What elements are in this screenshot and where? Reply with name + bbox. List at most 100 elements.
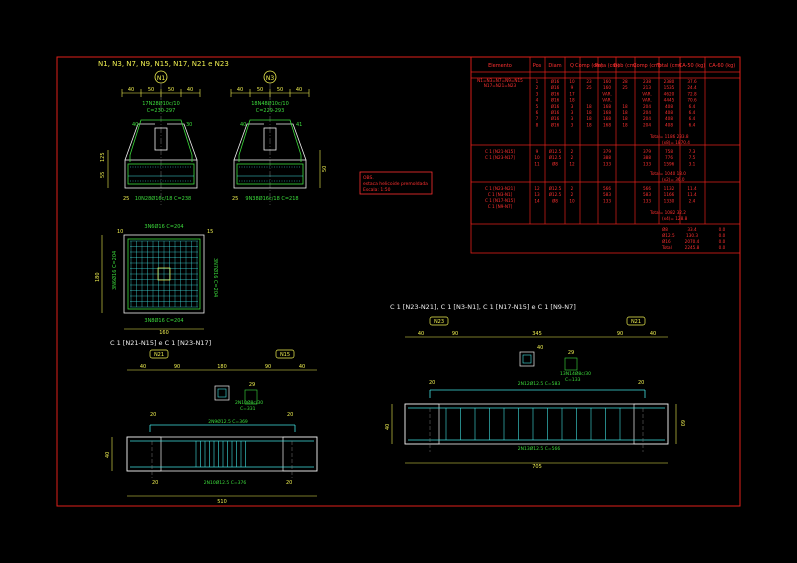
pile-cap-detail-right: N3 40 50 50 40 18N48Ø10c/10 C=229-293 40… [230,70,328,205]
table-cell: Ø16 [551,85,560,90]
table-cell: 6.4 [689,104,696,109]
table-cell: 388 [643,155,651,160]
table-header: Comp (cm) [633,63,661,69]
table-cell: 11.4 [687,186,697,191]
table-summary: 0.0 [719,227,726,232]
table-cell: 204 [643,110,651,115]
table-cell: 13 [534,192,540,197]
dim-text: 40 [650,331,656,337]
dim-text: 40 [140,364,146,370]
rebar-label: 13N14Ø8c/30 [560,370,591,377]
table-cell: Ø16 [551,116,560,121]
dim-text: 50 [148,87,154,93]
dim-text: 50 [322,166,328,172]
table-cell: Ø16 [551,104,560,109]
dim-text: 50 [168,87,174,93]
table-cell: 72.8 [687,91,697,96]
table-cell: 1 [536,79,539,84]
table-cell: 2 [536,85,539,90]
dim-text: 25 [232,196,238,202]
table-cell: 28 [622,79,628,84]
table-cell: 758 [665,149,673,154]
table-grid [470,57,741,225]
table-cell: 133 [603,161,611,166]
table-cell: 5 [536,104,539,109]
table-summary: 2070.4 [685,239,700,244]
table-cell: 408 [665,116,673,121]
dim-text: 10 [117,229,123,235]
table-label: N1=N3=N7=N9=N15 [477,78,523,83]
table-cell: 18 [586,104,592,109]
table-cell: 388 [603,155,611,160]
table-cell: 8 [536,122,539,127]
dim-text: 29 [568,350,574,356]
table-header: Q [570,63,574,69]
table-cell: 408 [665,104,673,109]
table-header: Elemento [488,63,512,69]
table-cell: 3.1 [689,161,696,166]
rebar-label: 2N9Ø12.5 C=369 [208,418,248,425]
table-cell: 37.6 [687,79,697,84]
table-cell: 379 [603,149,611,154]
table-label: N17=N21=N23 [484,83,517,88]
rebar-label: 2N10Ø12.5 C=376 [204,479,247,486]
beam-title: C 1 [N21-N15] e C 1 [N23-N17] [110,339,211,347]
table-total: Total= 1082 32.2 [649,210,686,215]
dim-text: 40 [418,331,424,337]
table-cell: 9 [536,149,539,154]
table-cell: Ø12.5 [549,192,562,197]
dim-text: 40 [132,122,138,128]
table-cell: 3 [571,104,574,109]
table-summary: 130.3 [686,233,698,238]
note-text: Escala: 1:50 [363,187,391,193]
table-cell: 18 [622,110,628,115]
dim-text: 40 [299,364,305,370]
axis-bubble-label: N1 [157,75,165,82]
axis-bubble-label: N21 [631,319,641,325]
table-label: C 1 [N23-N21] [485,186,515,191]
table-cell: VAR. [642,91,652,96]
dim-text: 20 [287,412,293,418]
table-cell: 10 [569,198,575,203]
table-cell: 17 [569,91,575,96]
rebar-label: 3N6Ø16 C=204 [111,251,118,290]
table-cell: Ø16 [551,79,560,84]
dim-text: 90 [174,364,180,370]
dim-text: 90 [265,364,271,370]
table-cell: 4 [536,98,539,103]
table-cell: 14 [534,198,540,203]
rebar-label: C=229-293 [256,108,285,114]
table-cell: 7.3 [689,149,696,154]
table-cell: 408 [665,110,673,115]
table-cell: 3 [571,110,574,115]
dim-text: 50 [277,87,283,93]
rebar-label: 2N10Ø8c/30 [235,399,263,406]
table-cell: Ø12.5 [549,155,562,160]
table-cell: VAR. [642,98,652,103]
table-summary: Ø8 [662,227,668,232]
sheet-frame [56,56,741,507]
table-total: (x2)= 36.0 [662,177,685,182]
sheet-title: N1, N3, N7, N9, N15, N17, N21 e N23 [98,60,229,68]
table-cell: 2380 [664,79,675,84]
dim-text: 125 [100,152,106,162]
beam-title: C 1 [N23-N21], C 1 [N3-N1], C 1 [N17-N15… [390,303,576,311]
axis-bubble-label: N3 [266,75,274,82]
table-header: Reta (cm) [595,63,620,69]
dim-text: 50 [257,87,263,93]
table-total: Total= 1186 233.8 [649,134,689,139]
table-cell: 7.5 [689,155,696,160]
pile-cap-detail-left: N1 40 50 50 40 17N28Ø10c/10 C=230-297 40… [100,70,201,205]
table-cell: 24.4 [687,85,697,90]
table-label: C 1 [N3-N1] [488,192,513,197]
dim-text: 40 [296,87,302,93]
table-summary: 0.0 [719,233,726,238]
dim-text: 40 [537,345,543,351]
table-cell: 12 [569,161,575,166]
table-summary: 0.0 [719,245,726,250]
table-cell: 379 [643,149,651,154]
table-total: (x4)= 128.8 [662,216,688,221]
note-box: OBS. estaca helicoide premoldada Escala:… [359,171,433,195]
dim-text: 40 [385,424,391,430]
